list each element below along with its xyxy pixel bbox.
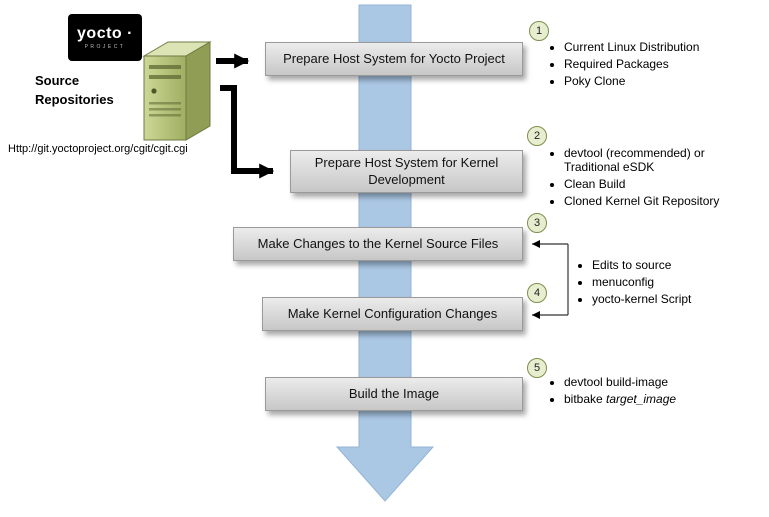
list-item: menuconfig [592,275,769,289]
step-2-bullet-list: devtool (recommended) or Traditional eSD… [549,146,760,211]
source-repositories-url: Http://git.yoctoproject.org/cgit/cgit.cg… [8,143,188,155]
list-item: devtool build-image [564,375,764,389]
list-item: bitbake target_image [564,392,764,406]
list-item: Edits to source [592,258,769,272]
list-item: yocto-kernel Script [592,292,769,306]
target-image-italic: target_image [606,392,677,406]
step-number-1: 1 [529,21,549,41]
list-item: Current Linux Distribution [564,40,769,54]
step-box-2: Prepare Host System for Kernel Developme… [290,150,523,193]
arrow-server-to-step2 [220,85,275,179]
yocto-logo-subtext: PROJECT [84,44,126,50]
list-item: Poky Clone [564,74,769,88]
server-icon [142,41,212,141]
yocto-logo-text: yocto · [77,25,133,42]
yocto-logo: yocto · PROJECT [68,14,142,61]
step-3-4-shared-bullet-list: Edits to source menuconfig yocto-kernel … [577,258,769,309]
step-box-3: Make Changes to the Kernel Source Files [233,227,523,261]
step-1-bullet-list: Current Linux Distribution Required Pack… [549,40,769,91]
step-number-3: 3 [527,213,547,233]
list-item: Clean Build [564,177,760,191]
step-number-4: 4 [527,283,547,303]
list-item: Required Packages [564,57,769,71]
step-number-2: 2 [527,126,547,146]
step-box-4: Make Kernel Configuration Changes [262,297,523,331]
step-number-5: 5 [527,358,547,378]
list-item: devtool (recommended) or Traditional eSD… [564,146,760,174]
step-5-bullet-list: devtool build-image bitbake target_image [549,375,764,409]
step-box-5: Build the Image [265,377,523,411]
source-repositories-label: Source Repositories [35,73,114,107]
list-item: Cloned Kernel Git Repository [564,194,760,208]
bitbake-text: bitbake [564,392,607,406]
step-box-1: Prepare Host System for Yocto Project [265,42,523,76]
